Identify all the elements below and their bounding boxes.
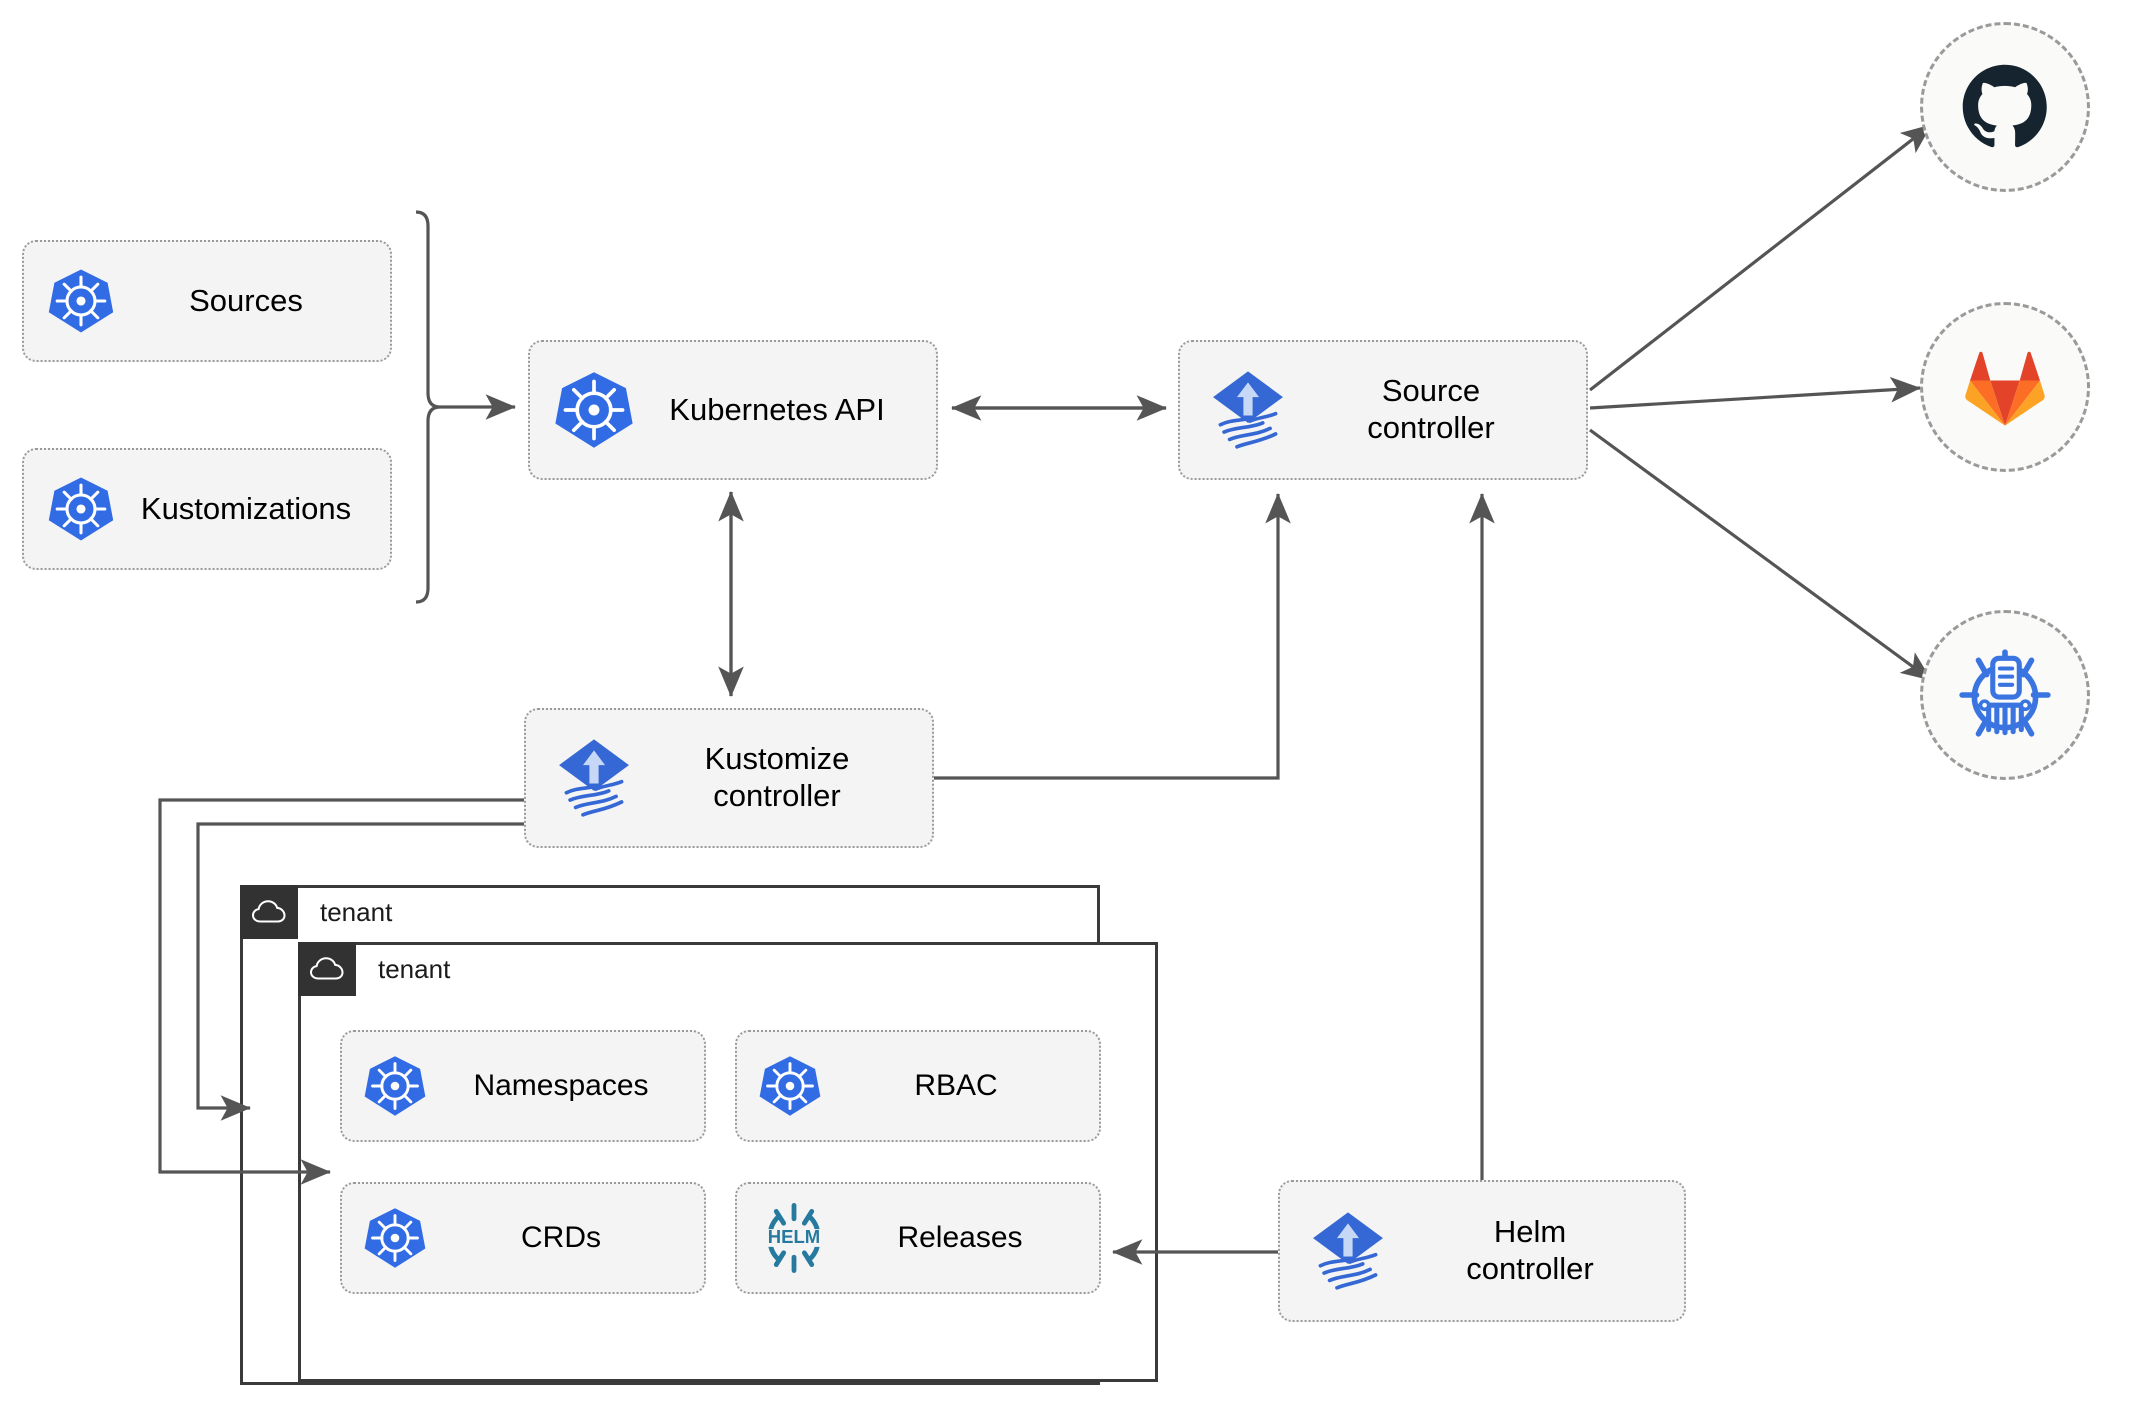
node-label: Releases <box>897 1221 1023 1255</box>
kubernetes-icon <box>362 1053 428 1119</box>
provider-helm-repository[interactable] <box>1920 610 2090 780</box>
helm-icon: HELM <box>757 1201 831 1275</box>
tenant-label: tenant <box>320 896 393 927</box>
helm-wordmark: HELM <box>768 1226 820 1247</box>
kubernetes-icon <box>46 266 116 336</box>
flux-icon <box>1302 1205 1394 1297</box>
tenant-container-front[interactable]: tenant <box>298 942 1158 1382</box>
node-label: Kustomize controller <box>704 741 850 813</box>
tenant-label: tenant <box>378 953 451 984</box>
kubernetes-icon <box>552 368 636 452</box>
flux-icon <box>548 732 640 824</box>
cloud-icon <box>240 885 298 939</box>
node-kustomizations[interactable]: Kustomizations <box>22 448 392 570</box>
node-label: Kubernetes API <box>669 391 885 427</box>
node-releases[interactable]: HELM Releases <box>735 1182 1101 1294</box>
node-kustomize-controller[interactable]: Kustomize controller <box>524 708 934 848</box>
provider-github[interactable] <box>1920 22 2090 192</box>
node-label: RBAC <box>914 1069 998 1103</box>
node-label: CRDs <box>521 1221 601 1255</box>
node-label: Helm controller <box>1466 1214 1594 1286</box>
tenant-header: tenant <box>240 885 392 939</box>
github-icon <box>1962 64 2047 148</box>
node-label: Sources <box>189 282 303 318</box>
node-source-controller[interactable]: Source controller <box>1178 340 1588 480</box>
flux-icon <box>1202 364 1294 456</box>
cloud-icon <box>298 942 356 996</box>
node-crds[interactable]: CRDs <box>340 1182 706 1294</box>
gitlab-icon <box>1965 351 2045 426</box>
tenant-header: tenant <box>298 942 450 996</box>
kubernetes-icon <box>757 1053 823 1119</box>
node-rbac[interactable]: RBAC <box>735 1030 1101 1142</box>
node-sources[interactable]: Sources <box>22 240 392 362</box>
node-label: Kustomizations <box>140 490 352 526</box>
node-kubernetes-api[interactable]: Kubernetes API <box>528 340 938 480</box>
provider-gitlab[interactable] <box>1920 302 2090 472</box>
node-helm-controller[interactable]: Helm controller <box>1278 1180 1686 1322</box>
node-label: Source controller <box>1367 373 1495 445</box>
kubernetes-icon <box>362 1205 428 1271</box>
node-label: Namespaces <box>473 1069 649 1103</box>
helm-repository-icon <box>1959 649 2051 737</box>
node-namespaces[interactable]: Namespaces <box>340 1030 706 1142</box>
kubernetes-icon <box>46 474 116 544</box>
